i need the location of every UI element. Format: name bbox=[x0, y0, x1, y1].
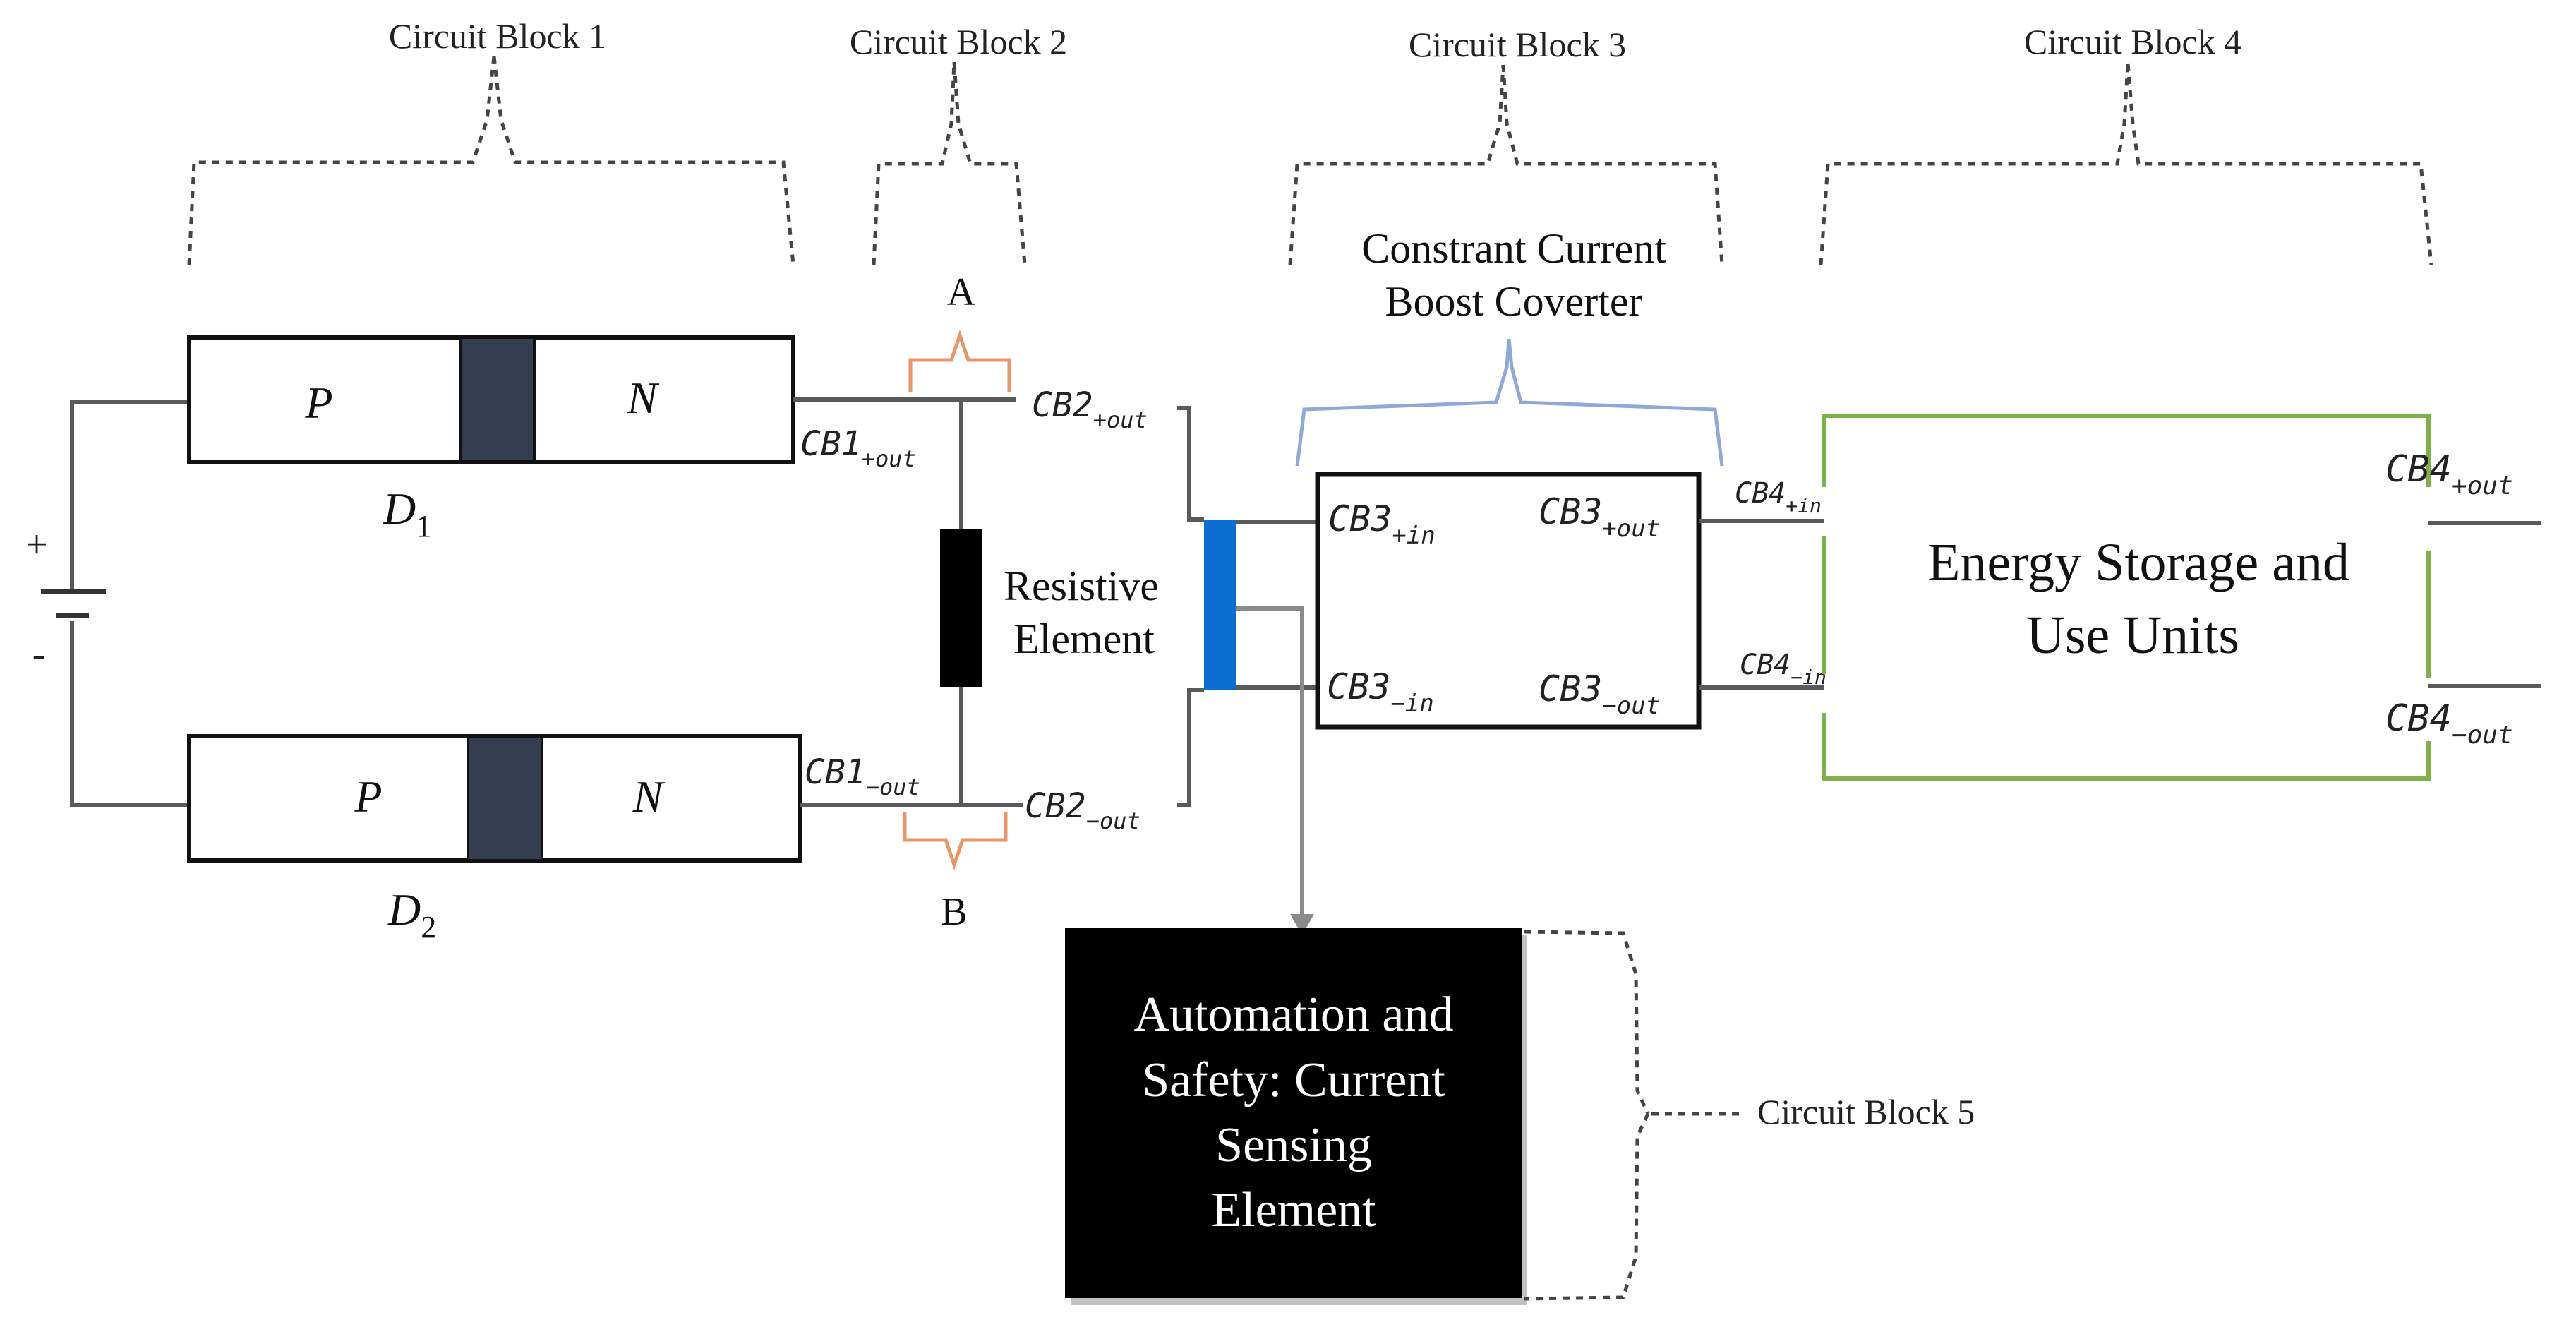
resistive-element-label-line1: Resistive bbox=[1004, 563, 1159, 609]
diode-d2-junction bbox=[467, 735, 543, 862]
sensor-signal-wire bbox=[1236, 606, 1304, 918]
cb2-plus-out-label: CB2+out bbox=[1032, 385, 1148, 433]
battery-minus-label: - bbox=[32, 632, 46, 676]
energy-storage-box bbox=[1822, 414, 2431, 781]
diode-d2-label: D2 bbox=[387, 884, 436, 944]
cb2-minus-out-label: CB2−out bbox=[1025, 786, 1140, 834]
cb3-plus-in-label: CB3+in bbox=[1328, 498, 1436, 550]
diode-d1-junction bbox=[459, 336, 536, 463]
diode-d1-p-label: P bbox=[304, 378, 332, 428]
node-b-label: B bbox=[941, 890, 967, 934]
cb1-minus-out-label: CB1−out bbox=[805, 752, 920, 800]
sensing-element-label-line1: Automation and bbox=[1134, 987, 1454, 1042]
circuit-block-3-label: Circuit Block 3 bbox=[1409, 25, 1626, 64]
circuit-block-1-label: Circuit Block 1 bbox=[389, 16, 606, 56]
cb3-minus-out-label: CB3−out bbox=[1539, 668, 1660, 720]
converter-brace bbox=[1295, 338, 1724, 467]
diode-d1-n-label: N bbox=[627, 373, 660, 423]
battery-wire bbox=[70, 400, 189, 807]
node-a-brace bbox=[908, 330, 1011, 392]
sensor-signal-arrow-icon bbox=[1290, 914, 1314, 935]
sensing-element-box bbox=[1065, 928, 1522, 1298]
circuit-block-3-bracket bbox=[1288, 64, 1724, 265]
node-a-label: A bbox=[947, 270, 976, 314]
resistive-element bbox=[940, 529, 982, 687]
sensing-element-label-line2: Safety: Current bbox=[1142, 1053, 1445, 1107]
diode-d2-p-label: P bbox=[354, 771, 382, 822]
cb4-minus-in-label: CB4−in bbox=[1740, 649, 1826, 689]
circuit-block-2-bracket bbox=[872, 61, 1027, 265]
energy-storage-label-line2: Use Units bbox=[2026, 606, 2239, 665]
circuit-block-2-label: Circuit Block 2 bbox=[850, 22, 1067, 61]
diode-d1-label: D1 bbox=[383, 484, 431, 544]
cb1-plus-out-label: CB1+out bbox=[800, 424, 916, 472]
circuit-block-1-bracket bbox=[187, 56, 795, 265]
sensing-element-label-line3: Sensing bbox=[1215, 1118, 1372, 1172]
sensor-to-cb3-wires bbox=[1236, 520, 1318, 690]
cb2-to-sensor-plus-wire bbox=[1177, 406, 1204, 522]
current-sensor-bar bbox=[1204, 520, 1236, 690]
cb4-plus-out-label: CB4+out bbox=[2385, 448, 2513, 500]
circuit-block-5-bracket bbox=[1524, 930, 1650, 1301]
converter-label-line2: Boost Coverter bbox=[1385, 278, 1643, 325]
sensing-element-label-line4: Element bbox=[1211, 1183, 1376, 1237]
circuit-block-4-label: Circuit Block 4 bbox=[2024, 22, 2241, 61]
resistive-element-label-line2: Element bbox=[1013, 616, 1155, 662]
cb3-box bbox=[1315, 472, 1702, 730]
cb4-plus-in-label: CB4+in bbox=[1735, 477, 1822, 517]
cb3-plus-out-label: CB3+out bbox=[1539, 491, 1660, 543]
cb2-to-sensor-minus-wire bbox=[1177, 688, 1204, 807]
cb3-minus-in-label: CB3−in bbox=[1327, 666, 1434, 718]
energy-storage-label-line1: Energy Storage and bbox=[1927, 533, 2349, 592]
circuit-block-5-label: Circuit Block 5 bbox=[1757, 1092, 1975, 1131]
node-b-brace bbox=[903, 812, 1008, 870]
battery-plus-label: + bbox=[25, 523, 48, 567]
diode-d2: P N bbox=[187, 734, 802, 863]
diode-d1: P N bbox=[187, 335, 795, 464]
circuit-block-4-bracket bbox=[1819, 63, 2433, 265]
diode-d2-n-label: N bbox=[632, 771, 666, 822]
cb4-minus-out-label: CB4−out bbox=[2385, 697, 2513, 750]
converter-label-line1: Constrant Current bbox=[1361, 225, 1666, 272]
